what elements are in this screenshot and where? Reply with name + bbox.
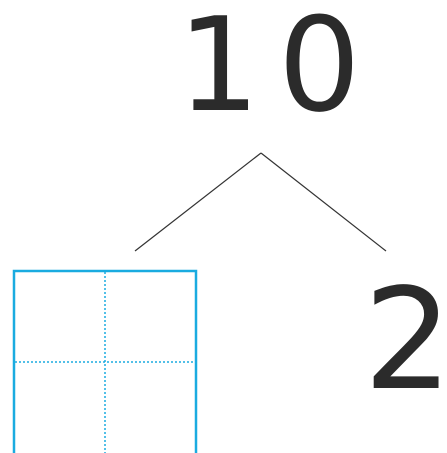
whole-number: 10 [177,0,378,141]
branch-line-left [134,152,262,252]
answer-box-border [12,269,198,453]
answer-box[interactable] [12,269,198,453]
branch-line-right [260,152,387,252]
right-part-number: 2 [363,259,447,422]
